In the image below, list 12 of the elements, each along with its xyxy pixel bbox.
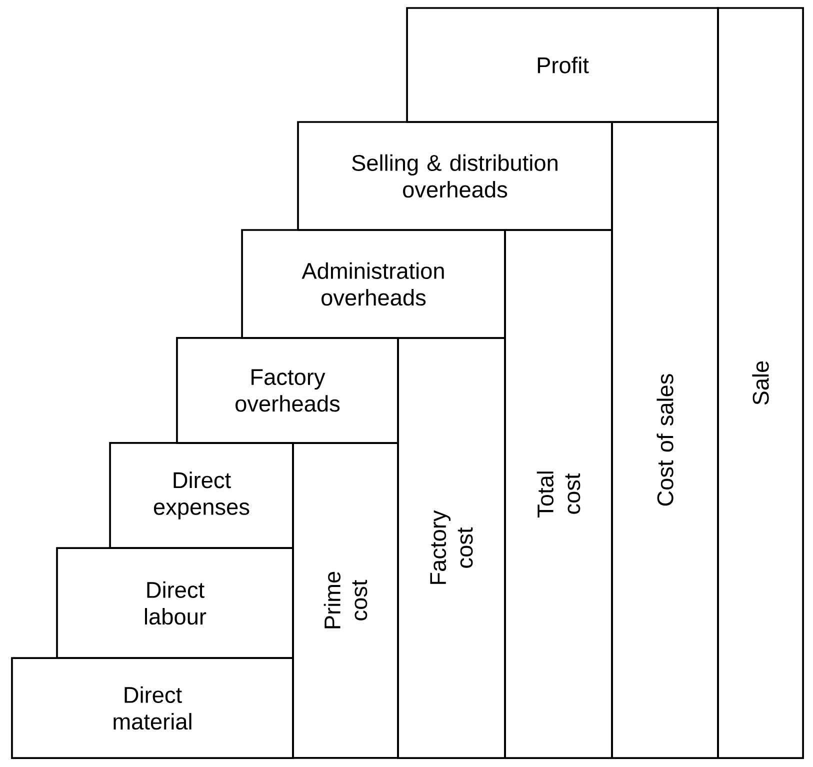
cost-column: Sale [717,7,804,759]
cost-column: Factory cost [397,337,506,759]
cost-box: Direct expenses [109,442,294,549]
cost-box: Direct material [11,657,294,759]
cost-box: Factory overheads [176,337,399,444]
cost-box: Selling & distribution overheads [297,121,613,231]
cost-column: Total cost [504,229,613,759]
cost-box: Administration overheads [241,229,506,339]
cost-box: Direct labour [56,547,294,659]
cost-column: Prime cost [292,442,399,759]
cost-column: Cost of sales [611,121,719,759]
cost-box: Profit [406,7,719,123]
